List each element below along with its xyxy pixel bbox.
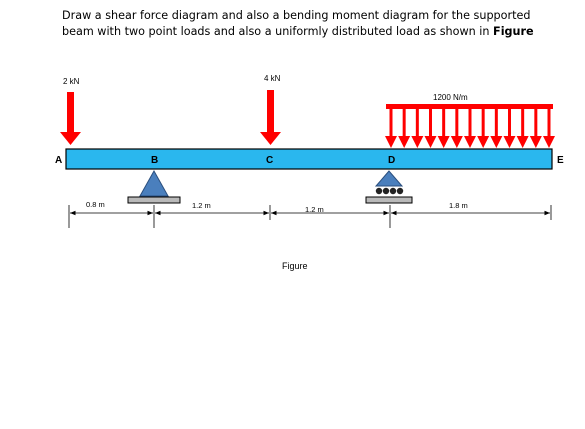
point-load-a-label: 2 kN [63,77,80,86]
udl-arrow-head [543,136,555,148]
label-point-c: C [266,155,273,166]
udl-label: 1200 N/m [433,93,468,102]
point-load-c-label: 4 kN [264,74,281,83]
problem-statement: Draw a shear force diagram and also a be… [62,8,562,40]
udl-arrow-head [529,136,542,148]
problem-line-2-text: beam with two point loads and also a uni… [62,25,494,38]
label-point-e: E [557,155,564,166]
udl-arrow-head [450,136,463,148]
dimension-de: 1.8 m [449,201,468,210]
point-load-c-head [260,132,281,145]
label-point-d: D [388,155,395,166]
pin-support-b-base [127,196,181,204]
pin-support-b-triangle [139,169,169,197]
udl-arrow-head [411,136,424,148]
dimension-lines [68,205,552,228]
udl-arrow-head [437,136,450,148]
label-point-a: A [55,155,62,166]
dimension-cd: 1.2 m [305,205,324,214]
problem-line-1: Draw a shear force diagram and also a be… [62,9,531,22]
point-load-a-shaft [67,92,74,134]
label-point-b: B [151,155,158,166]
udl-arrow-head [398,136,411,148]
roller-support-d-triangle [374,170,404,187]
udl-top-bar [386,104,553,109]
figure-caption: Figure [282,261,308,271]
problem-line-2: beam with two point loads and also a uni… [62,24,562,40]
dimension-ab: 0.8 m [86,200,105,209]
roller-support-d-rollers [375,187,404,195]
udl-arrow-head [516,136,529,148]
problem-figure-ref: Figure [493,25,534,38]
udl-arrow-head [464,136,476,148]
udl-arrow-head [503,136,516,148]
point-load-c: 4 kN [260,74,281,145]
roller-support-d-base [365,196,413,204]
beam [65,148,553,170]
pin-support-b [127,169,181,204]
udl-arrow-head [385,136,397,148]
dimension-bc: 1.2 m [192,201,211,210]
roller-support-d [365,170,413,204]
udl-load: 1200 N/m [385,93,555,148]
udl-arrows [385,108,555,148]
udl-arrow-head [490,136,503,148]
udl-arrow-head [424,136,437,148]
udl-arrow-head [477,136,490,148]
point-load-c-shaft [267,90,274,134]
point-load-a-head [60,132,81,145]
point-load-a: 2 kN [60,77,81,145]
